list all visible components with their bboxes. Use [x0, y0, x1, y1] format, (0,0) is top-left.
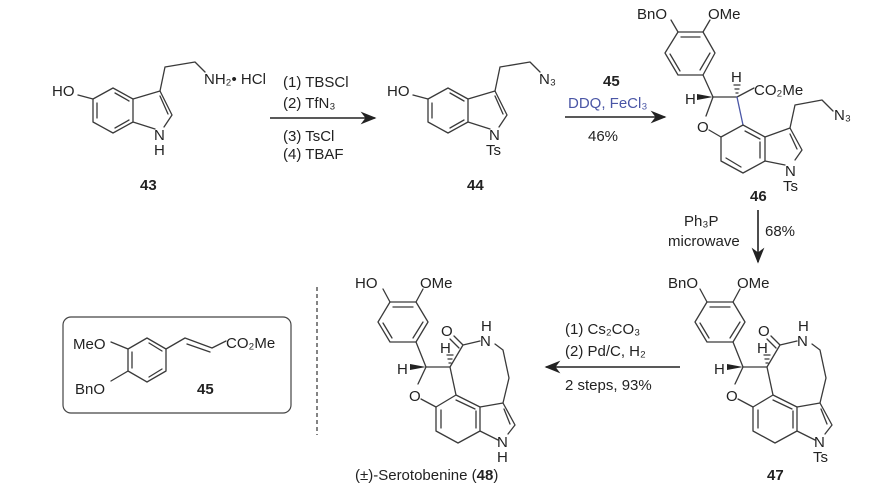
- indole-skeleton: [412, 61, 541, 134]
- compound-45-box: MeO BnO CO₂Me 45: [62, 316, 292, 414]
- benzyloxy-label: BnO: [637, 6, 667, 23]
- hydrogen-label: H: [757, 340, 768, 357]
- carbonyl-oxygen-label: O: [441, 323, 453, 340]
- hydrogen-label: H: [397, 361, 408, 378]
- amine-hcl-label: NH₂• HCl: [204, 71, 266, 88]
- lactam-skeleton: [694, 288, 833, 444]
- compound-name-text: (±)-Serotobenine (: [355, 467, 477, 484]
- compound-name: (±)-Serotobenine (48): [355, 467, 498, 484]
- reagent-line: DDQ, FeCl₃: [568, 95, 647, 112]
- hydrogen-label: H: [440, 340, 451, 357]
- indole-skeleton: [77, 61, 206, 134]
- cinnamate-skeleton: [110, 337, 227, 383]
- reaction-step-2: 45 DDQ, FeCl₃ 46%: [565, 73, 667, 145]
- amide-hydrogen-label: H: [481, 318, 492, 335]
- wedge-bond: [410, 364, 426, 370]
- reagent-line: (1) TBSCl: [283, 74, 349, 91]
- yield-label: 46%: [588, 128, 618, 145]
- carbonyl-oxygen-label: O: [758, 323, 770, 340]
- tosyl-label: Ts: [813, 449, 828, 466]
- reagent-line: Ph₃P: [684, 213, 718, 230]
- reaction-step-1: (1) TBSCl (2) TfN₃ (3) TsCl (4) TBAF: [270, 74, 377, 163]
- amide-hydrogen-label: H: [798, 318, 809, 335]
- yield-label: 68%: [765, 223, 795, 240]
- reagent-line: (2) Pd/C, H₂: [565, 343, 646, 360]
- reagent-line: (2) TfN₃: [283, 95, 336, 112]
- ester-label: CO₂Me: [226, 335, 275, 352]
- tosyl-label: Ts: [783, 178, 798, 195]
- compound-number: 45: [197, 381, 214, 398]
- nitrogen-label: N: [814, 434, 825, 451]
- nitrogen-label: N: [785, 163, 796, 180]
- amide-nitrogen-label: N: [797, 333, 808, 350]
- hydrogen-label: H: [714, 361, 725, 378]
- reagent-compound-ref: 45: [603, 73, 620, 90]
- nitrogen-label: N: [489, 127, 500, 144]
- hydrogen-label: H: [685, 91, 696, 108]
- methoxy-label: OMe: [737, 275, 770, 292]
- benzofuran-indole-skeleton: [664, 19, 834, 174]
- oxygen-label: O: [409, 388, 421, 405]
- reaction-step-3: Ph₃P microwave 68%: [668, 210, 795, 264]
- benzyloxy-label: BnO: [668, 275, 698, 292]
- reaction-step-4: (1) Cs₂CO₃ (2) Pd/C, H₂ 2 steps, 93%: [544, 321, 680, 394]
- hydrogen-label: H: [731, 69, 742, 86]
- hydroxy-label: HO: [355, 275, 378, 292]
- compound-number: 48: [477, 467, 494, 484]
- methoxy-label: OMe: [420, 275, 453, 292]
- nitrogen-label: N: [154, 127, 165, 144]
- lactam-skeleton: [377, 288, 516, 444]
- hydrogen-label: H: [497, 449, 508, 466]
- reagent-line: (1) Cs₂CO₃: [565, 321, 640, 338]
- wedge-bond: [697, 94, 713, 100]
- compound-44: HO N₃ N Ts 44: [387, 61, 556, 194]
- benzyloxy-label: BnO: [75, 381, 105, 398]
- compound-48: HO OMe H H O H N O N H (±)-Serotobenine …: [355, 275, 516, 484]
- compound-number: 43: [140, 177, 157, 194]
- reagent-line: (3) TsCl: [283, 128, 334, 145]
- ester-label: CO₂Me: [754, 82, 803, 99]
- tosyl-label: Ts: [486, 142, 501, 159]
- hydrogen-label: H: [154, 142, 165, 159]
- reagent-line: microwave: [668, 233, 740, 250]
- wedge-bond: [727, 364, 743, 370]
- amide-nitrogen-label: N: [480, 333, 491, 350]
- compound-47: BnO OMe H H O H N O N Ts 47: [668, 275, 833, 484]
- oxygen-label: O: [697, 119, 709, 136]
- reagent-line: (4) TBAF: [283, 146, 344, 163]
- methoxy-label: MeO: [73, 336, 106, 353]
- azide-label: N₃: [539, 71, 556, 88]
- methoxy-label: OMe: [708, 6, 741, 23]
- compound-number: 46: [750, 188, 767, 205]
- compound-name-suffix: ): [493, 467, 498, 484]
- compound-46: BnO OMe H H CO₂Me N₃ O N Ts 46: [637, 6, 851, 205]
- azide-label: N₃: [834, 107, 851, 124]
- hydroxy-label: HO: [387, 83, 410, 100]
- nitrogen-label: N: [497, 434, 508, 451]
- compound-number: 47: [767, 467, 784, 484]
- yield-label: 2 steps, 93%: [565, 377, 652, 394]
- compound-number: 44: [467, 177, 484, 194]
- oxygen-label: O: [726, 388, 738, 405]
- compound-43: HO NH₂• HCl N H 43: [52, 61, 266, 194]
- hydroxy-label: HO: [52, 83, 75, 100]
- inset-frame: [62, 316, 292, 414]
